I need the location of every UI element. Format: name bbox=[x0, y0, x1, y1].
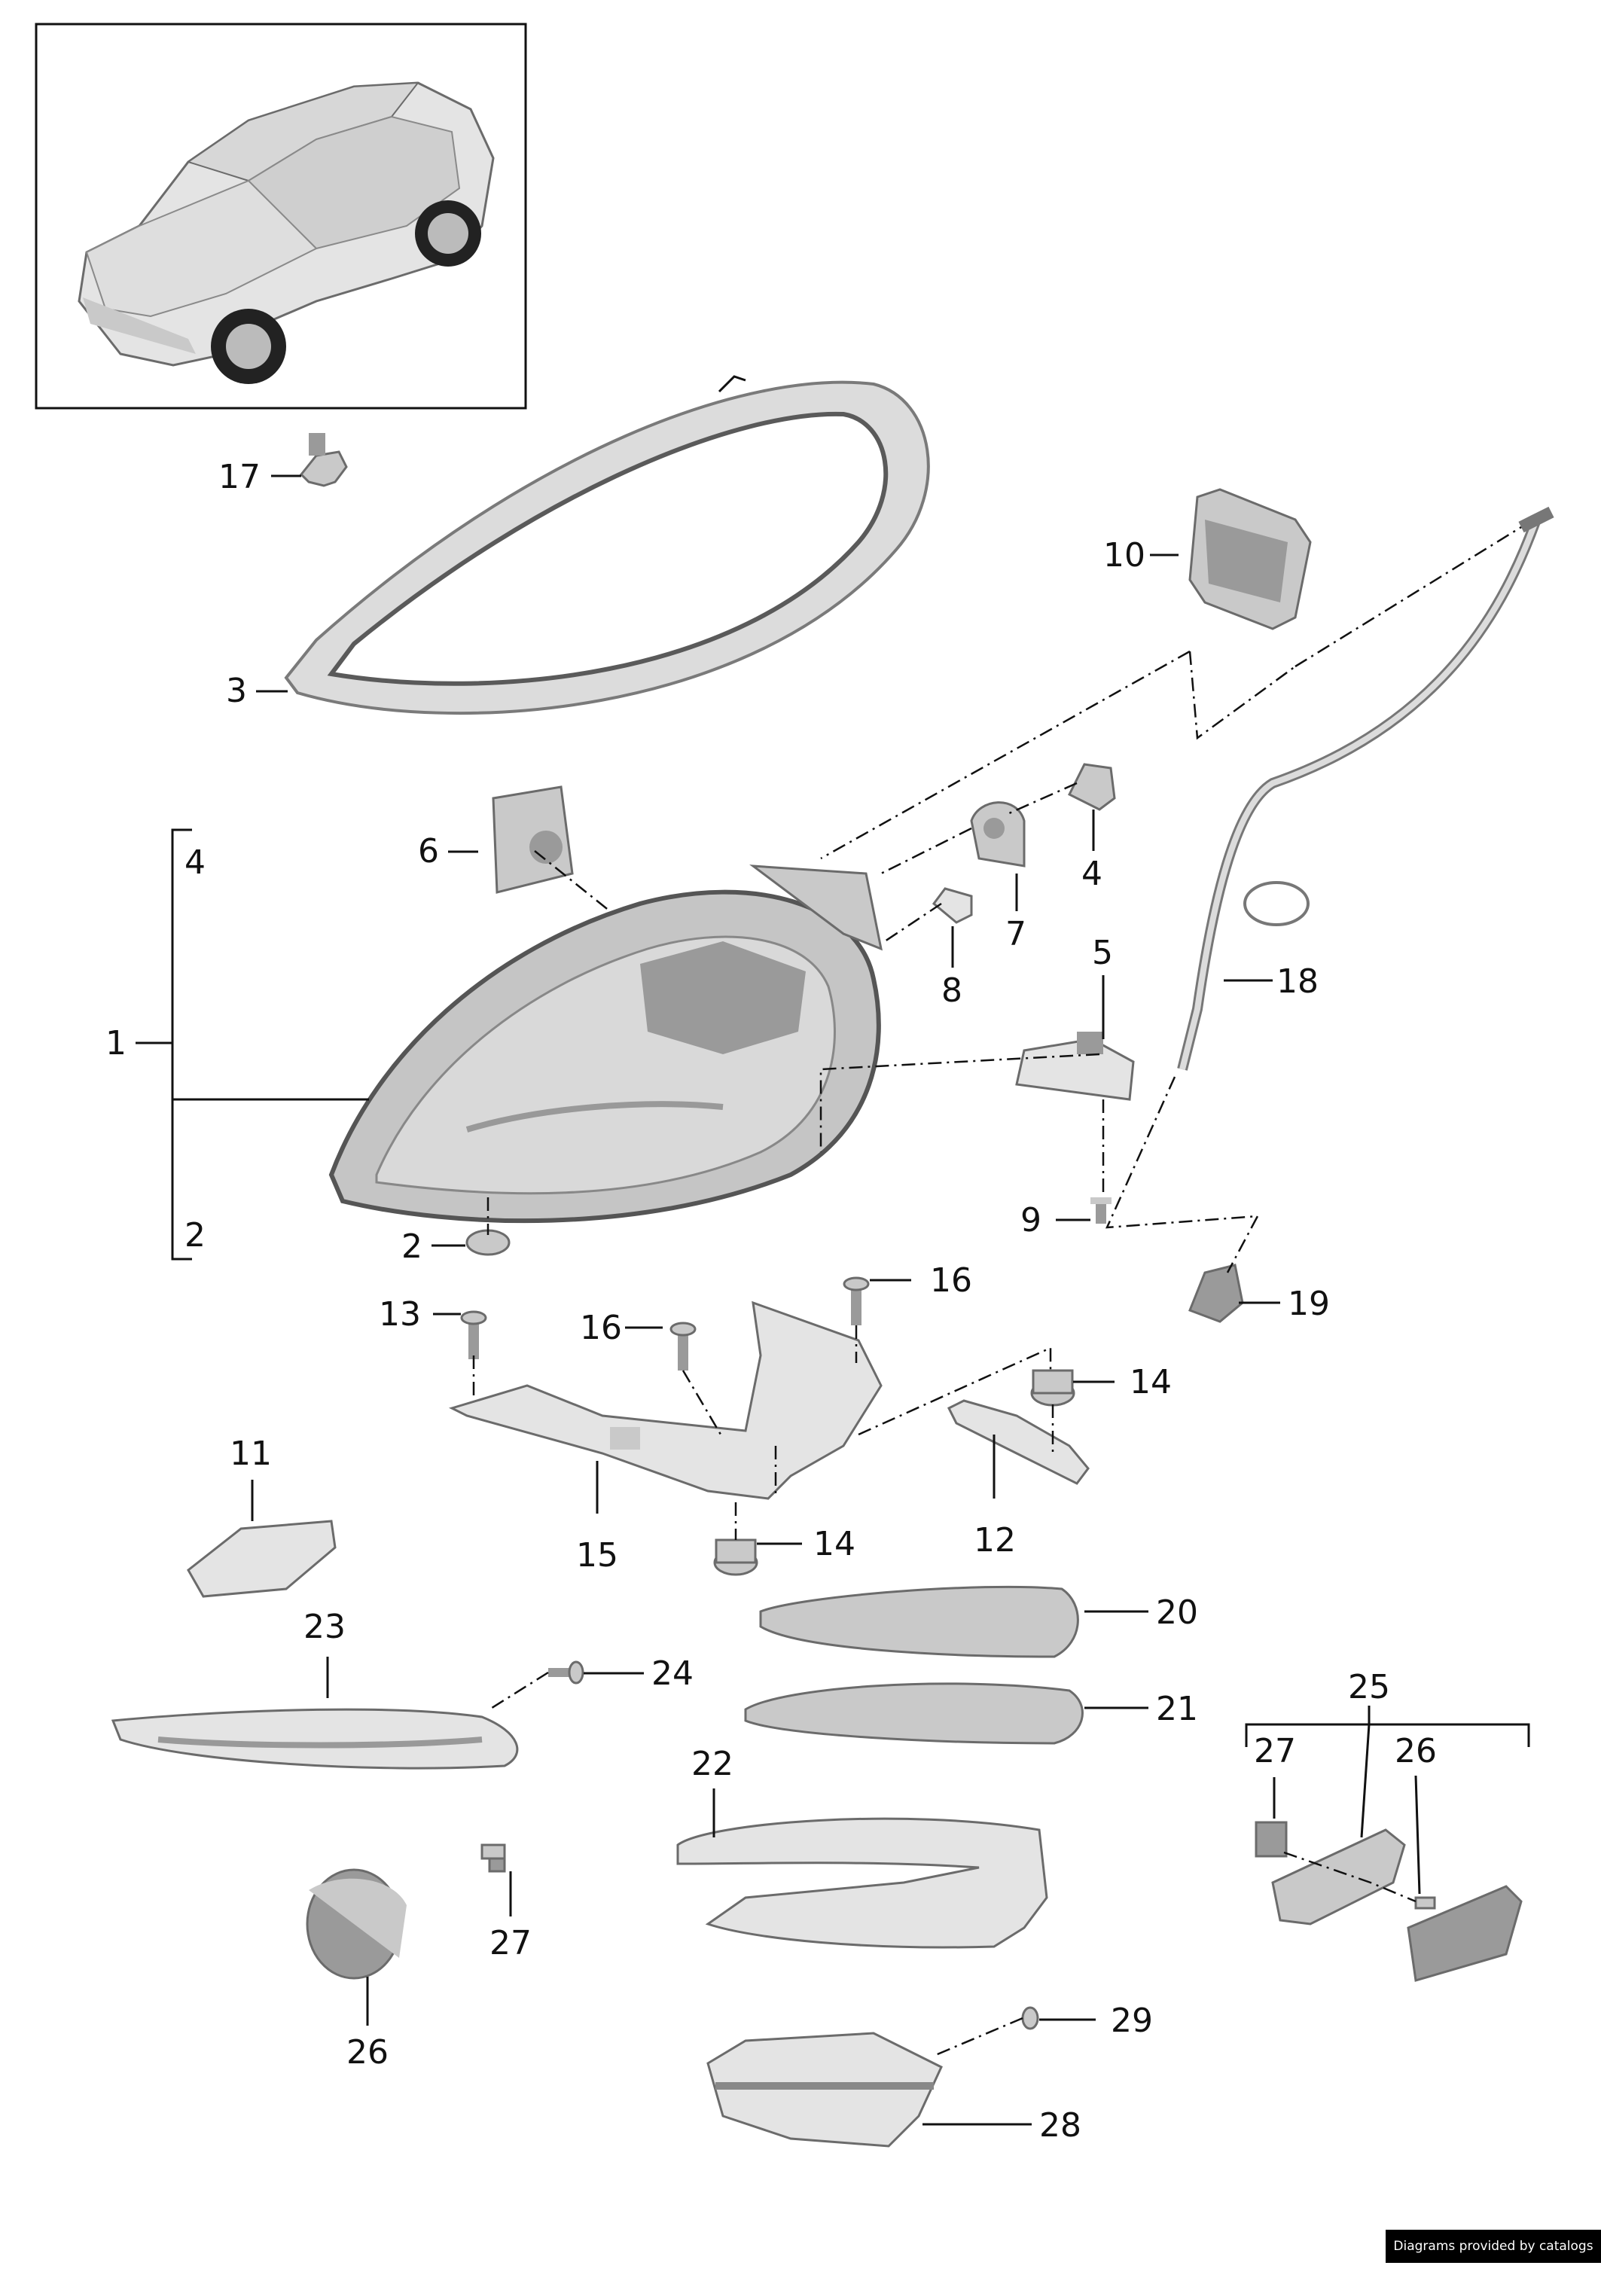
assembly-lines bbox=[472, 526, 1522, 2057]
part-5-ballast bbox=[1015, 1032, 1135, 1101]
part-13-screw bbox=[460, 1310, 487, 1359]
label-14a: 14 bbox=[1130, 1363, 1172, 1401]
label-9: 9 bbox=[1020, 1201, 1041, 1239]
label-16b: 16 bbox=[930, 1261, 972, 1300]
label-10: 10 bbox=[1103, 536, 1145, 575]
part-20-cover bbox=[759, 1585, 1079, 1658]
vehicle-thumbnail bbox=[35, 23, 527, 410]
part-21-cover bbox=[744, 1682, 1084, 1745]
label-2a: 2 bbox=[184, 1216, 206, 1255]
part-12-bracket bbox=[947, 1399, 1090, 1485]
label-3: 3 bbox=[226, 672, 247, 710]
label-2b: 2 bbox=[401, 1227, 422, 1266]
label-6: 6 bbox=[418, 832, 439, 871]
part-25-side-marker bbox=[1255, 1821, 1523, 1982]
part-11-module bbox=[187, 1520, 337, 1598]
part-18-cable bbox=[1177, 506, 1554, 1071]
label-1: 1 bbox=[105, 1024, 127, 1063]
label-15: 15 bbox=[576, 1536, 618, 1575]
label-17: 17 bbox=[218, 458, 261, 496]
label-16a: 16 bbox=[580, 1309, 622, 1347]
part-8-clip bbox=[932, 887, 973, 924]
part-7-ring bbox=[970, 801, 1026, 867]
label-4a: 4 bbox=[184, 843, 206, 882]
part-16b-screw bbox=[843, 1276, 870, 1325]
label-29: 29 bbox=[1111, 2002, 1153, 2040]
label-7: 7 bbox=[1005, 915, 1026, 953]
label-18: 18 bbox=[1276, 962, 1319, 1001]
credit-badge: Diagrams provided by catalogs parts bbox=[1386, 2230, 1601, 2287]
part-14a-grommet bbox=[1030, 1369, 1075, 1407]
label-27b: 27 bbox=[489, 1924, 532, 1962]
leader-lines bbox=[136, 474, 1530, 2126]
part-22-trim bbox=[676, 1817, 1048, 1949]
part-16a-screw bbox=[669, 1322, 697, 1371]
label-8: 8 bbox=[941, 971, 962, 1010]
label-27a: 27 bbox=[1254, 1732, 1296, 1770]
part-29-screw bbox=[1021, 2006, 1039, 2030]
label-26b: 26 bbox=[346, 2033, 389, 2072]
label-5: 5 bbox=[1092, 934, 1113, 972]
part-labels: 1 4 2 17 3 10 6 4 7 8 5 18 9 2 19 13 16 … bbox=[105, 458, 1437, 2145]
label-22: 22 bbox=[691, 1745, 733, 1783]
part-1-headlamp bbox=[328, 864, 883, 1224]
label-4b: 4 bbox=[1081, 855, 1102, 893]
label-23: 23 bbox=[303, 1608, 346, 1646]
label-11: 11 bbox=[230, 1435, 272, 1473]
label-21: 21 bbox=[1156, 1690, 1198, 1728]
part-28-light bbox=[706, 2032, 943, 2148]
part-23-light-strip bbox=[111, 1708, 519, 1770]
part-17-bulb-holder bbox=[299, 433, 348, 487]
part-14b-grommet bbox=[713, 1538, 758, 1576]
part-4-bulb bbox=[1067, 763, 1116, 811]
part-27a-bulb bbox=[480, 1843, 506, 1873]
label-26a: 26 bbox=[1395, 1732, 1437, 1770]
part-26a-fog-lamp bbox=[306, 1868, 407, 1980]
label-28: 28 bbox=[1039, 2106, 1081, 2145]
part-15-bracket bbox=[448, 1300, 883, 1500]
label-14b: 14 bbox=[813, 1525, 855, 1563]
part-19-socket bbox=[1188, 1264, 1244, 1323]
label-13: 13 bbox=[379, 1295, 421, 1334]
label-20: 20 bbox=[1156, 1593, 1198, 1632]
label-12: 12 bbox=[974, 1521, 1016, 1560]
part-9-screw bbox=[1090, 1197, 1112, 1224]
label-24: 24 bbox=[651, 1654, 694, 1693]
label-25: 25 bbox=[1348, 1668, 1390, 1706]
part-10-module bbox=[1188, 488, 1312, 630]
part-24-screw bbox=[548, 1660, 584, 1685]
part-6-cap bbox=[492, 785, 574, 894]
label-19: 19 bbox=[1288, 1285, 1330, 1323]
part-3-frame bbox=[284, 375, 930, 715]
